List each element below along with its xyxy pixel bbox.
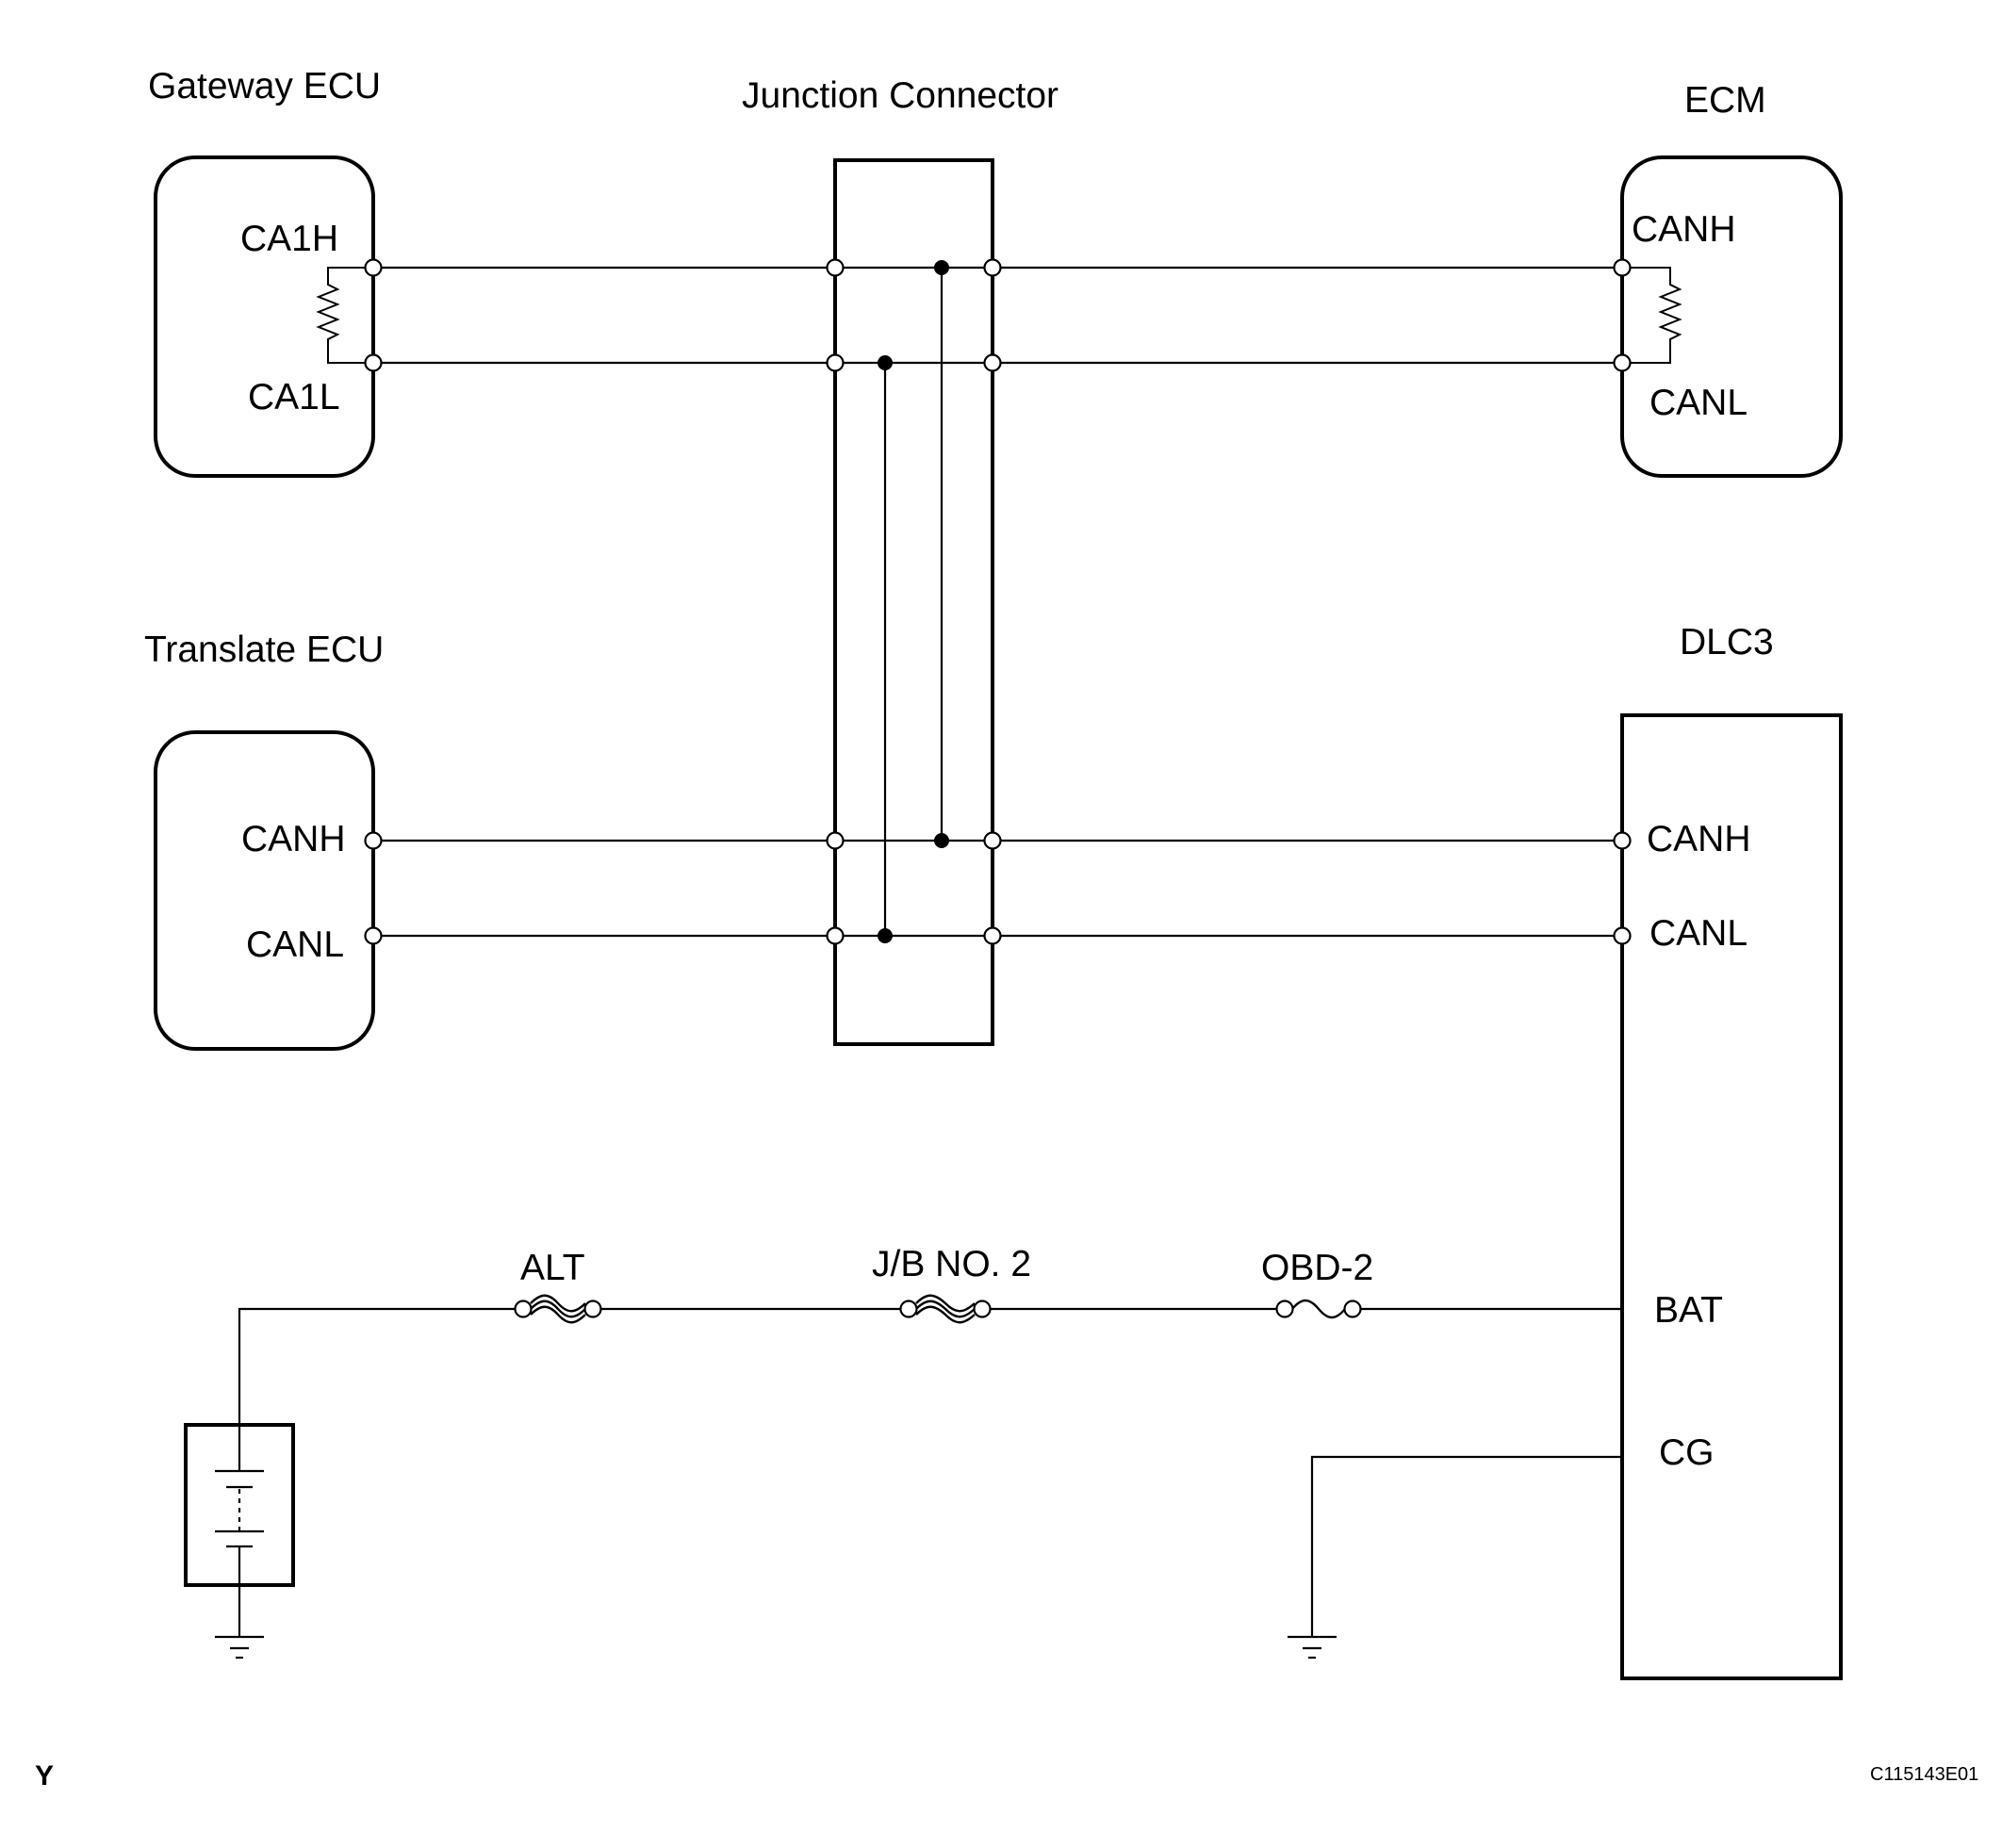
junction-connector-title: Junction Connector bbox=[742, 75, 1058, 116]
terminal-junction-in-h-top bbox=[826, 258, 845, 277]
splice-canl-bottom bbox=[878, 928, 893, 943]
translate-ecu-pin-canh: CANH bbox=[241, 819, 346, 859]
terminal-gateway-ca1h bbox=[364, 258, 383, 277]
ecm-pin-canh: CANH bbox=[1632, 209, 1736, 250]
ecm-pin-canl: CANL bbox=[1649, 383, 1748, 423]
terminal-dlc3-canl bbox=[1613, 926, 1632, 945]
dlc3-box bbox=[1620, 713, 1843, 1680]
dlc3-pin-bat: BAT bbox=[1654, 1290, 1723, 1331]
alt-fuse-label: ALT bbox=[520, 1248, 585, 1288]
terminal-ecm-canh bbox=[1613, 258, 1632, 277]
terminal-junction-in-l-top bbox=[826, 353, 845, 372]
alt-fuse-icon bbox=[514, 1294, 602, 1324]
gateway-ecu-termination-resistor bbox=[316, 267, 373, 364]
figure-code: C115143E01 bbox=[1870, 1764, 1978, 1785]
translate-ecu-title: Translate ECU bbox=[144, 630, 384, 670]
jb-no2-fuse-label: J/B NO. 2 bbox=[872, 1244, 1031, 1284]
translate-ecu-box bbox=[154, 730, 375, 1051]
wire-dlc3-cg-to-ground bbox=[1310, 1455, 1622, 1637]
dlc3-ground-icon bbox=[1288, 1635, 1337, 1660]
splice-canh-top bbox=[934, 260, 949, 275]
terminal-dlc3-canh bbox=[1613, 831, 1632, 850]
ecm-title: ECM bbox=[1684, 80, 1766, 121]
translate-ecu-pin-canl: CANL bbox=[246, 924, 344, 965]
terminal-junction-out-l-bottom bbox=[983, 926, 1002, 945]
splice-canl-top bbox=[878, 355, 893, 370]
battery-ground-icon bbox=[215, 1635, 264, 1660]
terminal-junction-out-h-top bbox=[983, 258, 1002, 277]
splice-canh-bottom bbox=[934, 833, 949, 848]
wire-battery-to-alt-fuse bbox=[238, 1307, 523, 1425]
junction-connector-box bbox=[833, 158, 994, 1046]
dlc3-pin-canh: CANH bbox=[1647, 819, 1751, 859]
jb-no2-fuse-icon bbox=[899, 1294, 992, 1324]
ecm-termination-resistor bbox=[1622, 267, 1682, 364]
terminal-junction-in-h-bottom bbox=[826, 831, 845, 850]
obd2-fuse-label: OBD-2 bbox=[1261, 1248, 1373, 1288]
terminal-translate-canh bbox=[364, 831, 383, 850]
terminal-ecm-canl bbox=[1613, 353, 1632, 372]
ecm-box bbox=[1620, 155, 1843, 478]
dlc3-pin-canl: CANL bbox=[1649, 913, 1748, 954]
terminal-junction-out-l-top bbox=[983, 353, 1002, 372]
corner-mark: Y bbox=[35, 1760, 54, 1791]
terminal-junction-out-h-bottom bbox=[983, 831, 1002, 850]
gateway-ecu-pin-ca1h: CA1H bbox=[240, 219, 338, 259]
obd2-fuse-icon bbox=[1275, 1299, 1362, 1319]
gateway-ecu-pin-ca1l: CA1L bbox=[248, 377, 340, 417]
gateway-ecu-box bbox=[154, 155, 375, 478]
gateway-ecu-title: Gateway ECU bbox=[148, 66, 381, 106]
terminal-junction-in-l-bottom bbox=[826, 926, 845, 945]
terminal-translate-canl bbox=[364, 926, 383, 945]
battery-icon bbox=[184, 1423, 295, 1587]
dlc3-pin-cg: CG bbox=[1659, 1432, 1715, 1473]
terminal-gateway-ca1l bbox=[364, 353, 383, 372]
dlc3-title: DLC3 bbox=[1680, 622, 1774, 662]
